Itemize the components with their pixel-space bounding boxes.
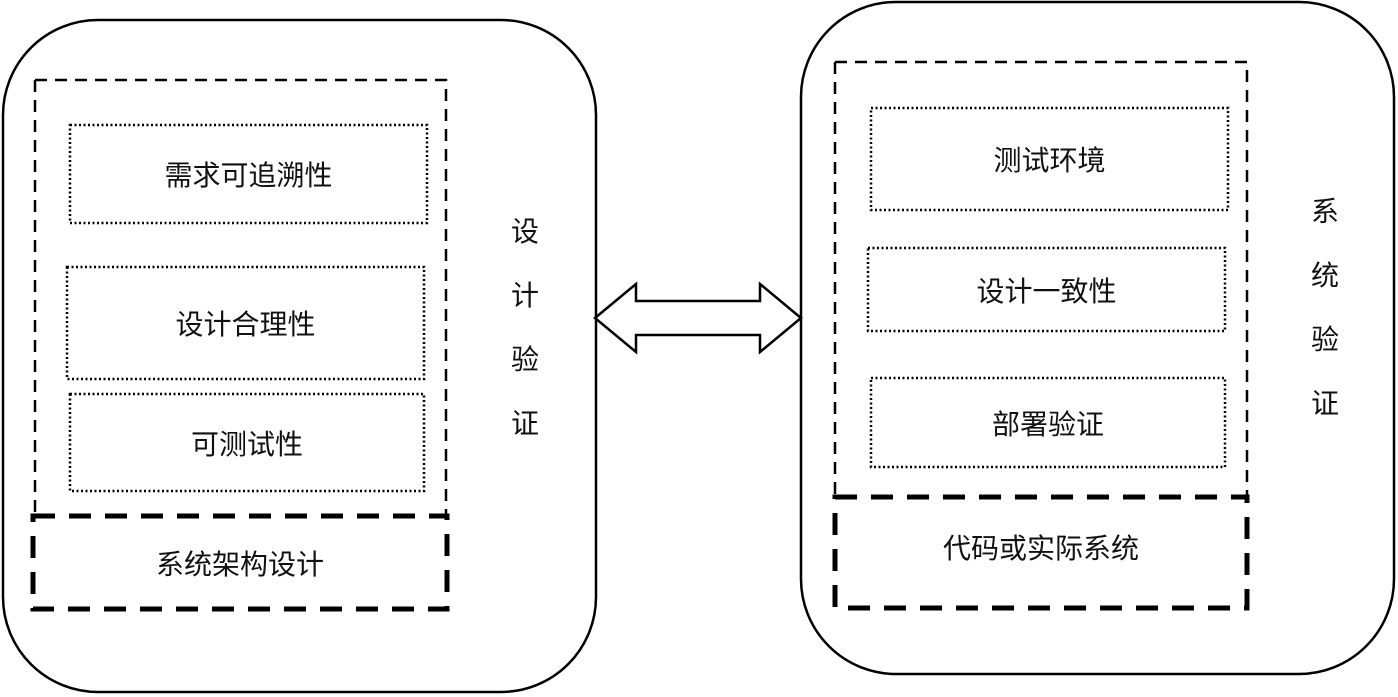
left-group-dashed-outline [33, 78, 448, 516]
right-side-char-3: 验 [1310, 323, 1339, 356]
left-side-label: 设 计 验 证 [510, 218, 540, 474]
left-base-label: 系统架构设计 [155, 547, 324, 581]
left-side-char-2: 计 [510, 279, 539, 312]
right-panel-outline [799, 0, 1396, 676]
left-side-char-4: 证 [510, 407, 539, 440]
left-item-label-1: 需求可追溯性 [164, 159, 333, 192]
left-panel-outline [1, 18, 598, 694]
right-side-char-2: 统 [1310, 259, 1339, 292]
double-headed-arrow-icon [593, 281, 803, 355]
right-side-char-4: 证 [1310, 387, 1339, 420]
left-item-box-1 [68, 123, 429, 225]
left-item-label-2: 设计合理性 [175, 308, 316, 341]
left-item-box-2 [65, 265, 426, 381]
right-item-box-2 [866, 246, 1227, 333]
right-item-label-2: 设计一致性 [976, 274, 1117, 308]
right-base-box [832, 494, 1250, 611]
left-item-box-3 [68, 392, 426, 493]
right-group-dashed-outline [833, 60, 1249, 497]
left-side-char-3: 验 [510, 343, 539, 376]
right-item-box-3 [869, 376, 1227, 469]
right-base-label: 代码或实际系统 [942, 532, 1139, 565]
right-side-char-1: 系 [1310, 195, 1339, 228]
right-item-label-1: 测试环境 [993, 144, 1106, 177]
left-side-char-1: 设 [510, 215, 539, 248]
right-item-label-3: 部署验证 [991, 407, 1104, 441]
left-item-label-3: 可测试性 [190, 427, 303, 461]
right-side-label: 系 统 验 证 [1310, 198, 1340, 454]
